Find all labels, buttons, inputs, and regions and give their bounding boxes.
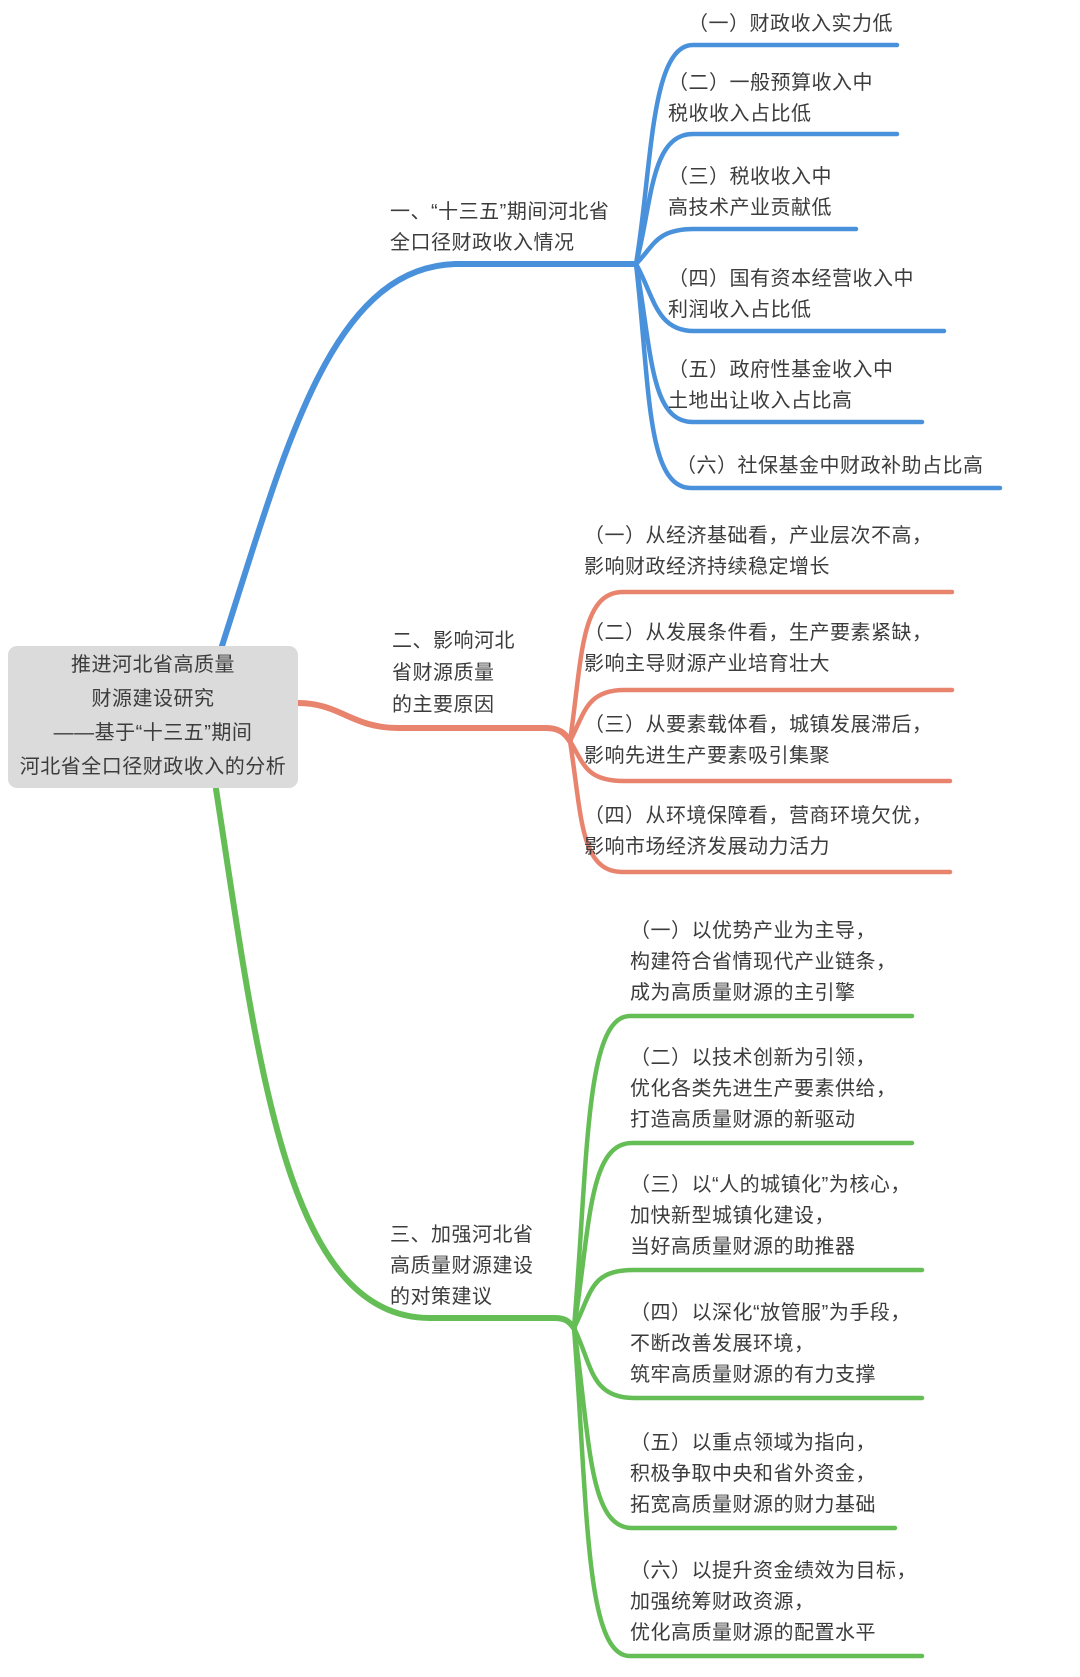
branch3-subtopic-2[interactable]: （二）以技术创新为引领， 优化各类先进生产要素供给， 打造高质量财源的新驱动 <box>630 1047 897 1131</box>
branch1-child1-connector <box>633 42 900 267</box>
branch2-child4-connector <box>567 738 953 875</box>
branch1-child6-connector <box>633 261 1003 491</box>
branch3-child6-connector <box>571 1325 925 1659</box>
root-topic[interactable]: 推进河北省高质量 财源建设研究 ——基于“十三五”期间 河北省全口径财政收入的分… <box>8 646 298 788</box>
branch2-subtopic-1[interactable]: （一）从经济基础看，产业层次不高， 影响财政经济持续稳定增长 <box>584 525 933 578</box>
branch3-main-connector <box>213 786 577 1331</box>
branch1-subtopic-6[interactable]: （六）社保基金中财政补助占比高 <box>676 455 984 477</box>
branch2-main-connector <box>295 700 573 744</box>
branch3-child2-connector <box>571 1140 915 1331</box>
branch2-subtopic-3[interactable]: （三）从要素载体看，城镇发展滞后， 影响先进生产要素吸引集聚 <box>584 714 933 767</box>
branch1-topic[interactable]: 一、“十三五”期间河北省 全口径财政收入情况 <box>390 201 610 254</box>
branch3-topic[interactable]: 三、加强河北省 高质量财源建设 的对策建议 <box>390 1224 534 1308</box>
branch2-child1-connector <box>567 589 955 744</box>
bran3-subtopic-3[interactable]: （三）以“人的城镇化”为核心， 加快新型城镇化建设， 当好高质量财源的助推器 <box>630 1174 911 1258</box>
branch3-child3-connector <box>571 1267 925 1331</box>
branch1-subtopic-3[interactable]: （三）税收收入中 高技术产业贡献低 <box>668 166 832 219</box>
branch3-subtopic-5[interactable]: （五）以重点领域为指向， 积极争取中央和省外资金， 拓宽高质量财源的财力基础 <box>630 1432 876 1516</box>
branch3-child4-connector <box>571 1325 925 1401</box>
branch3-subtopic-4[interactable]: （四）以深化“放管服”为手段， 不断改善发展环境， 筑牢高质量财源的有力支撑 <box>630 1302 911 1386</box>
branch2-subtopic-2[interactable]: （二）从发展条件看，生产要素紧缺， 影响主导财源产业培育壮大 <box>584 622 933 675</box>
branch1-subtopic-4[interactable]: （四）国有资本经营收入中 利润收入占比低 <box>668 268 914 321</box>
branch2-topic[interactable]: 二、影响河北 省财源质量 的主要原因 <box>392 630 515 716</box>
branch1-child2-connector <box>633 131 900 267</box>
branch2-child2-connector <box>567 687 955 744</box>
branch2-subtopic-4[interactable]: （四）从环境保障看，营商环境欠优， 影响市场经济发展动力活力 <box>584 805 933 858</box>
branch1-subtopic-2[interactable]: （二）一般预算收入中 税收收入占比低 <box>668 72 873 125</box>
branch1-subtopic-5[interactable]: （五）政府性基金收入中 土地出让收入占比高 <box>668 359 894 412</box>
branch3-subtopic-1[interactable]: （一）以优势产业为主导， 构建符合省情现代产业链条， 成为高质量财源的主引擎 <box>630 920 897 1004</box>
branch1-child3-connector <box>633 226 859 267</box>
branch1-subtopic-1[interactable]: （一）财政收入实力低 <box>688 13 893 35</box>
branch3-subtopic-6[interactable]: （六）以提升资金绩效为目标， 加强统筹财政资源， 优化高质量财源的配置水平 <box>630 1560 917 1644</box>
branch1-main-connector <box>218 261 639 652</box>
branch3-child1-connector <box>571 1013 915 1331</box>
branch3-child5-connector <box>571 1325 898 1531</box>
branch1-child4-connector <box>633 261 947 334</box>
branch2-child3-connector <box>567 738 953 784</box>
